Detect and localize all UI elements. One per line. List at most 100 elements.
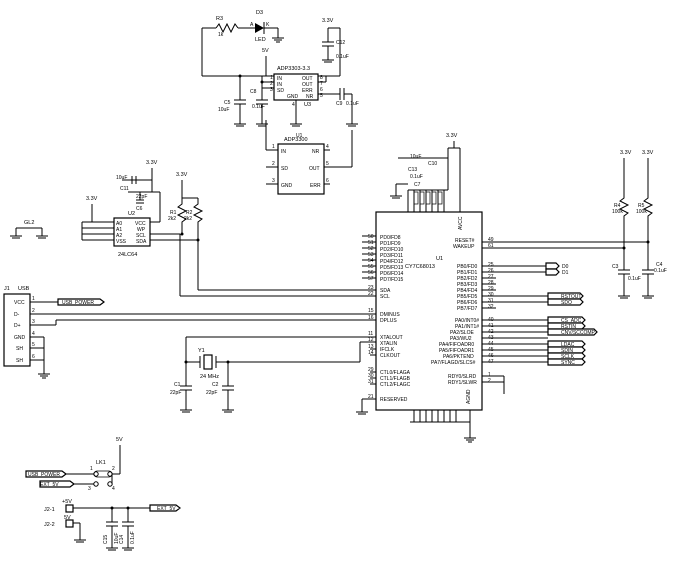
net-rstout: RSTOUT: [561, 294, 581, 300]
pinnum-wakeup: 61: [488, 243, 494, 249]
pinnum-dplus: 16: [368, 315, 374, 321]
j1-pin-sh1: SH: [16, 346, 23, 352]
pin-pb1: PB1/FD1: [457, 270, 478, 276]
pinnum-pd2: 52: [368, 246, 374, 252]
mcu-u1: U1 CY7C68013 AVCC AGND PD0/FD8 PD1/FD9 P…: [356, 147, 648, 443]
crystal-y1: Y1 24 MHz C1 22pF C2 22pF: [170, 336, 370, 413]
pin-pb4: PB4/FD4: [457, 288, 478, 294]
c13-value: 0.1uF: [410, 174, 423, 180]
c13-ref: C13: [408, 167, 417, 173]
pin-reset: RESET#: [455, 238, 475, 244]
pin-pa6: PA6/PKTEND: [443, 354, 474, 360]
r4-value: 100k: [612, 209, 623, 215]
sup-pin-err: ERR: [310, 183, 321, 189]
r3-ref: R3: [216, 16, 223, 22]
sup-pinnum-3: 3: [272, 178, 275, 184]
c4-value: 0.1uF: [654, 268, 667, 274]
sup-ref: U1: [296, 133, 303, 139]
c15-value: 10uF: [114, 533, 120, 544]
lk1-net-usb-power: USB_POWER: [28, 472, 60, 478]
y1-value: 24 MHz: [200, 374, 219, 380]
c2-ref: C2: [212, 382, 219, 388]
j1-pinnum-4: 4: [32, 331, 35, 337]
d3-cathode: K: [266, 22, 270, 28]
net-d1: D1: [562, 270, 569, 276]
pin-pb2: PB2/FD2: [457, 276, 478, 282]
c1-ref: C1: [174, 382, 181, 388]
pin-pd7: PD7/FD15: [380, 277, 404, 283]
rail-3v3-eeprom-left: 3.3V: [86, 196, 98, 202]
pin-scl: SCL: [380, 294, 390, 300]
pin-pb5: PB5/FD5: [457, 294, 478, 300]
c11-value: 10uF: [116, 175, 127, 181]
sup-pin-nr: NR: [312, 149, 320, 155]
ldo-pinnum-3: 3: [270, 87, 273, 93]
sup-pinnum-5: 5: [326, 161, 329, 167]
mcu-avcc-label: AVCC: [458, 216, 464, 230]
eeprom-part: 24LC64: [118, 252, 137, 258]
ldo-pinnum-6: 6: [320, 87, 323, 93]
ldo-pin-in1: IN: [277, 76, 282, 82]
ldo-pinnum-1: 1: [270, 75, 273, 81]
mcu-body: [375, 211, 483, 411]
pin-pb3: PB3/FD3: [457, 282, 478, 288]
j1-pin-gnd: GND: [14, 335, 26, 341]
pinnum-pd5: 55: [368, 264, 374, 270]
pinnum-ctl2: 31: [368, 379, 374, 385]
rail-3v3-r4: 3.3V: [620, 150, 632, 156]
pin-pb6: PB6/FD6: [457, 300, 478, 306]
pin-wakeup: WAKEUP: [453, 244, 475, 250]
pin-dminus: DMINUS: [380, 312, 400, 318]
d3-name: LED: [255, 37, 266, 43]
c7-ref: C7: [414, 182, 421, 188]
lk1-pin-1: 1: [90, 466, 93, 472]
j1-pinnum-5: 5: [32, 342, 35, 348]
pinnum-pb3: 28: [488, 280, 494, 286]
eeprom-pin-scl: SCL: [136, 233, 146, 239]
sup-pinnum-4: 4: [326, 144, 329, 150]
reset-rc: 3.3V 3.3V R4 100k R5 100k C3 0.1uF C4 0.…: [612, 150, 667, 299]
r2-value: 2k2: [184, 216, 192, 222]
pinnum-pb4: 29: [488, 286, 494, 292]
net-rstin: RSTIN: [561, 324, 576, 330]
c5-value: 10uF: [218, 107, 229, 113]
ldo-pinnum-4: 4: [292, 102, 295, 108]
ldo-pin-sd: SD: [277, 88, 284, 94]
c14-ref: C14: [119, 535, 125, 544]
j1-body: [3, 293, 31, 367]
j1-pin-dplus: D+: [14, 323, 21, 329]
rail-3v3-r5: 3.3V: [642, 150, 654, 156]
ldo-pinnum-7: 7: [320, 81, 323, 87]
r4-ref: R4: [614, 203, 621, 209]
pinnum-pb0: 25: [488, 262, 494, 268]
j1-pin-vcc: VCC: [14, 300, 25, 306]
c11-ref: C11: [120, 186, 129, 192]
pin-sda: SDA: [380, 288, 391, 294]
eeprom-pin-a0: A0: [116, 221, 122, 227]
lk1-pin-2: 2: [112, 466, 115, 472]
sup-pin-in: IN: [281, 149, 286, 155]
c2-value: 22pF: [206, 390, 217, 396]
eeprom-pin-vcc: VCC: [135, 221, 146, 227]
pin-pd5: PD5/FD13: [380, 265, 404, 271]
ldo-pinnum-2: 2: [270, 81, 273, 87]
c12-ref: C12: [336, 40, 345, 46]
j1-pinnum-1: 1: [32, 296, 35, 302]
ldo-pin-in2: IN: [277, 82, 282, 88]
pin-pd4: PD4/FD12: [380, 259, 404, 265]
pinnum-ctl0: 29: [368, 367, 374, 373]
pin-rdy1: RDY1/SLWR: [448, 380, 477, 386]
ldo-pinnum-8: 8: [320, 75, 323, 81]
c6-value: 22pF: [136, 194, 147, 200]
sup-pinnum-6: 6: [326, 178, 329, 184]
c3-value: 0.1uF: [628, 276, 641, 282]
eeprom-pin-a2: A2: [116, 233, 122, 239]
j1-pinnum-6: 6: [32, 354, 35, 360]
pin-pd3: PD3/FD11: [380, 253, 403, 259]
r1-value: 2k2: [168, 216, 176, 222]
pinnum-clkout: 14: [368, 350, 374, 356]
led-diode-symbol: [255, 23, 264, 33]
ldo-pinnum-5: 5: [320, 93, 323, 99]
pin-pd6: PD6/FD14: [380, 271, 404, 277]
